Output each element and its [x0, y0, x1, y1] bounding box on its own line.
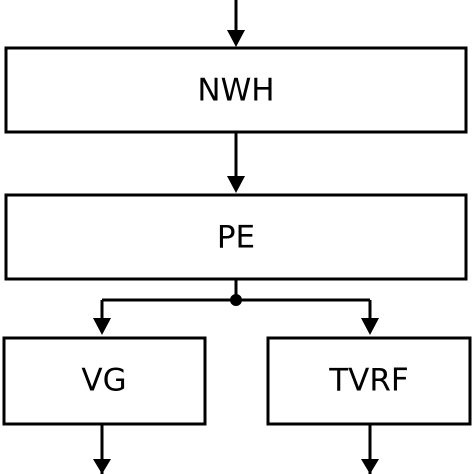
node-nwh-box — [4, 46, 468, 134]
node-vg-box — [2, 336, 207, 426]
node-tvrf: TVRF — [266, 336, 472, 426]
node-vg: VG — [2, 336, 207, 426]
arrowhead-pe-to-tvrf — [361, 318, 379, 335]
node-pe-box — [4, 193, 468, 281]
node-pe-label: PE — [217, 220, 255, 256]
arrowhead-tvrf-output — [361, 459, 379, 474]
arrowhead-vg-output — [93, 459, 111, 474]
node-nwh: NWH — [4, 46, 468, 134]
arrowhead-pe-to-vg — [93, 318, 111, 335]
node-nwh-label: NWH — [197, 73, 274, 109]
node-tvrf-box — [266, 336, 472, 426]
node-vg-label: VG — [81, 363, 126, 399]
node-pe: PE — [4, 193, 468, 281]
arrowhead-input-to-nwh — [227, 30, 245, 47]
arrowhead-nwh-to-pe — [227, 176, 245, 193]
node-tvrf-label: TVRF — [328, 363, 409, 399]
